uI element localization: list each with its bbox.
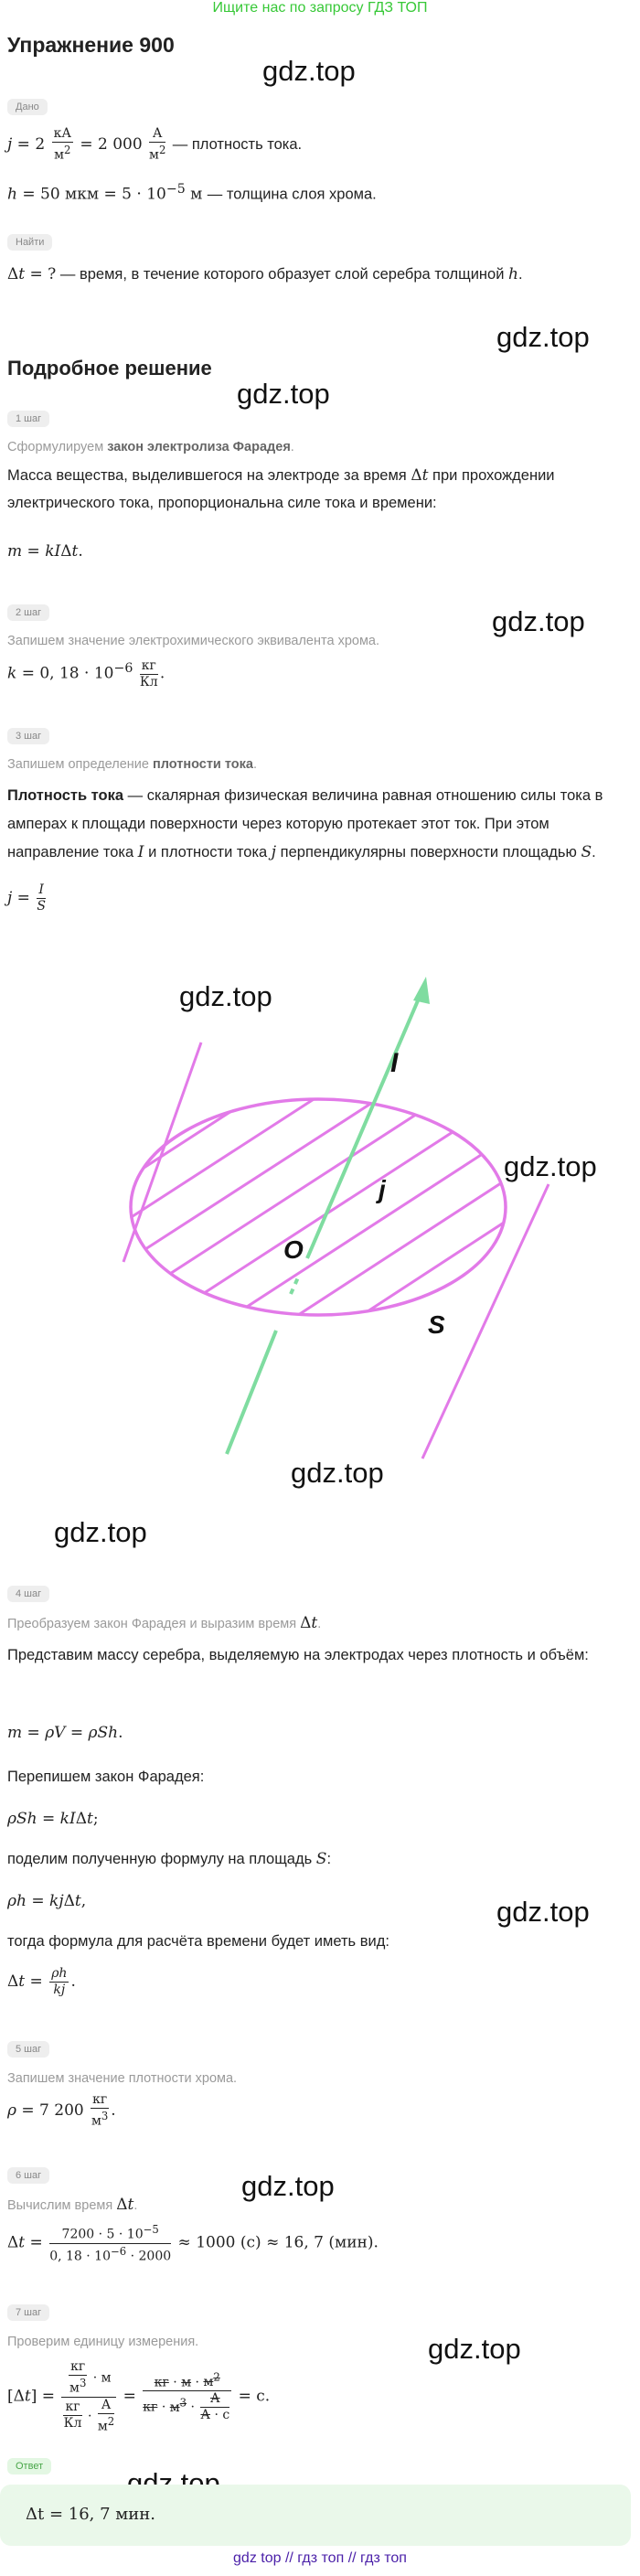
step4-formula3: ρh = kjΔt, <box>7 1892 87 1910</box>
step1-text: Масса вещества, выделившегося на электро… <box>7 466 555 511</box>
hatch-lines <box>131 1099 506 1315</box>
surface-ellipse <box>129 1097 507 1317</box>
watermark: gdz.top <box>54 1516 147 1548</box>
watermark: gdz.top <box>179 980 272 1012</box>
answer-badge: Ответ <box>7 2458 52 2474</box>
top-banner[interactable]: Ищите нас по запросу ГДЗ ТОП <box>212 0 428 16</box>
find-badge: Найти <box>7 234 53 251</box>
step3-badge: 3 шаг <box>7 728 50 744</box>
current-arrow-lower <box>225 1330 278 1455</box>
step4-p1: Представим массу серебра, выделяемую на … <box>7 1647 589 1663</box>
current-arrow-upper <box>305 991 423 1259</box>
step4-badge: 4 шаг <box>7 1586 50 1602</box>
answer-value: Δt = 16, 7 мин. <box>26 2505 155 2524</box>
solution-heading: Подробное решение <box>7 357 212 379</box>
watermark: gdz.top <box>428 2333 521 2365</box>
given-line-h: h = 50 мкм = 5 · 10−5 м — толщина слоя х… <box>7 182 377 204</box>
page-title: Упражнение 900 <box>7 33 175 57</box>
arrow-head <box>413 977 430 1004</box>
watermark: gdz.top <box>496 321 590 353</box>
step5-badge: 5 шаг <box>7 2041 50 2058</box>
step4-p4: тогда формула для расчёта времени будет … <box>7 1933 389 1950</box>
step6-badge: 6 шаг <box>7 2167 50 2184</box>
watermark: gdz.top <box>291 1457 384 1489</box>
step4-intro: Преобразуем закон Фарадея и выразим врем… <box>7 1614 322 1632</box>
step4-formula1: m = ρV = ρSh. <box>7 1724 123 1742</box>
plane-edge-left <box>122 1042 203 1263</box>
step6-intro: Вычислим время Δt. <box>7 2196 138 2214</box>
step2-intro: Запишем значение электрохимического экви… <box>7 634 380 648</box>
label-j: j <box>375 1175 387 1203</box>
watermark: gdz.top <box>492 605 585 637</box>
watermark: gdz.top <box>241 2170 335 2202</box>
step3-definition: Плотность тока — скалярная физическая ве… <box>7 787 603 861</box>
step1-badge: 1 шаг <box>7 411 50 427</box>
step3-intro: Запишем определение плотности тока. <box>7 757 257 772</box>
step1-formula: m = kIΔt. <box>7 542 83 561</box>
label-I: I <box>390 1048 399 1078</box>
watermark: gdz.top <box>237 378 330 410</box>
find-line: Δt = ? — время, в течение которого образ… <box>7 265 523 283</box>
step4-p3: поделим полученную формулу на площадь S: <box>7 1850 332 1868</box>
step4-p2: Перепишем закон Фарадея: <box>7 1769 205 1785</box>
footer-links[interactable]: gdz top // гдз топ // гдз топ <box>233 2550 407 2566</box>
watermark: gdz.top <box>496 1896 590 1928</box>
watermark: gdz.top <box>504 1150 597 1182</box>
given-badge: Дано <box>7 99 48 115</box>
watermark: gdz.top <box>262 55 356 87</box>
step5-intro: Запишем значение плотности хрома. <box>7 2071 238 2086</box>
step7-intro: Проверим единицу измерения. <box>7 2335 199 2349</box>
label-O: O <box>283 1235 304 1264</box>
step2-badge: 2 шаг <box>7 604 50 621</box>
step7-badge: 7 шаг <box>7 2304 50 2321</box>
plane-edge-right <box>421 1183 550 1459</box>
answer-box: Δt = 16, 7 мин. <box>0 2485 631 2546</box>
label-S: S <box>428 1310 445 1339</box>
current-density-diagram: I j O S <box>122 977 550 1459</box>
step4-formula2: ρSh = kIΔt; <box>7 1810 99 1828</box>
step1-intro: Сформулируем закон электролиза Фарадея. <box>7 440 294 454</box>
